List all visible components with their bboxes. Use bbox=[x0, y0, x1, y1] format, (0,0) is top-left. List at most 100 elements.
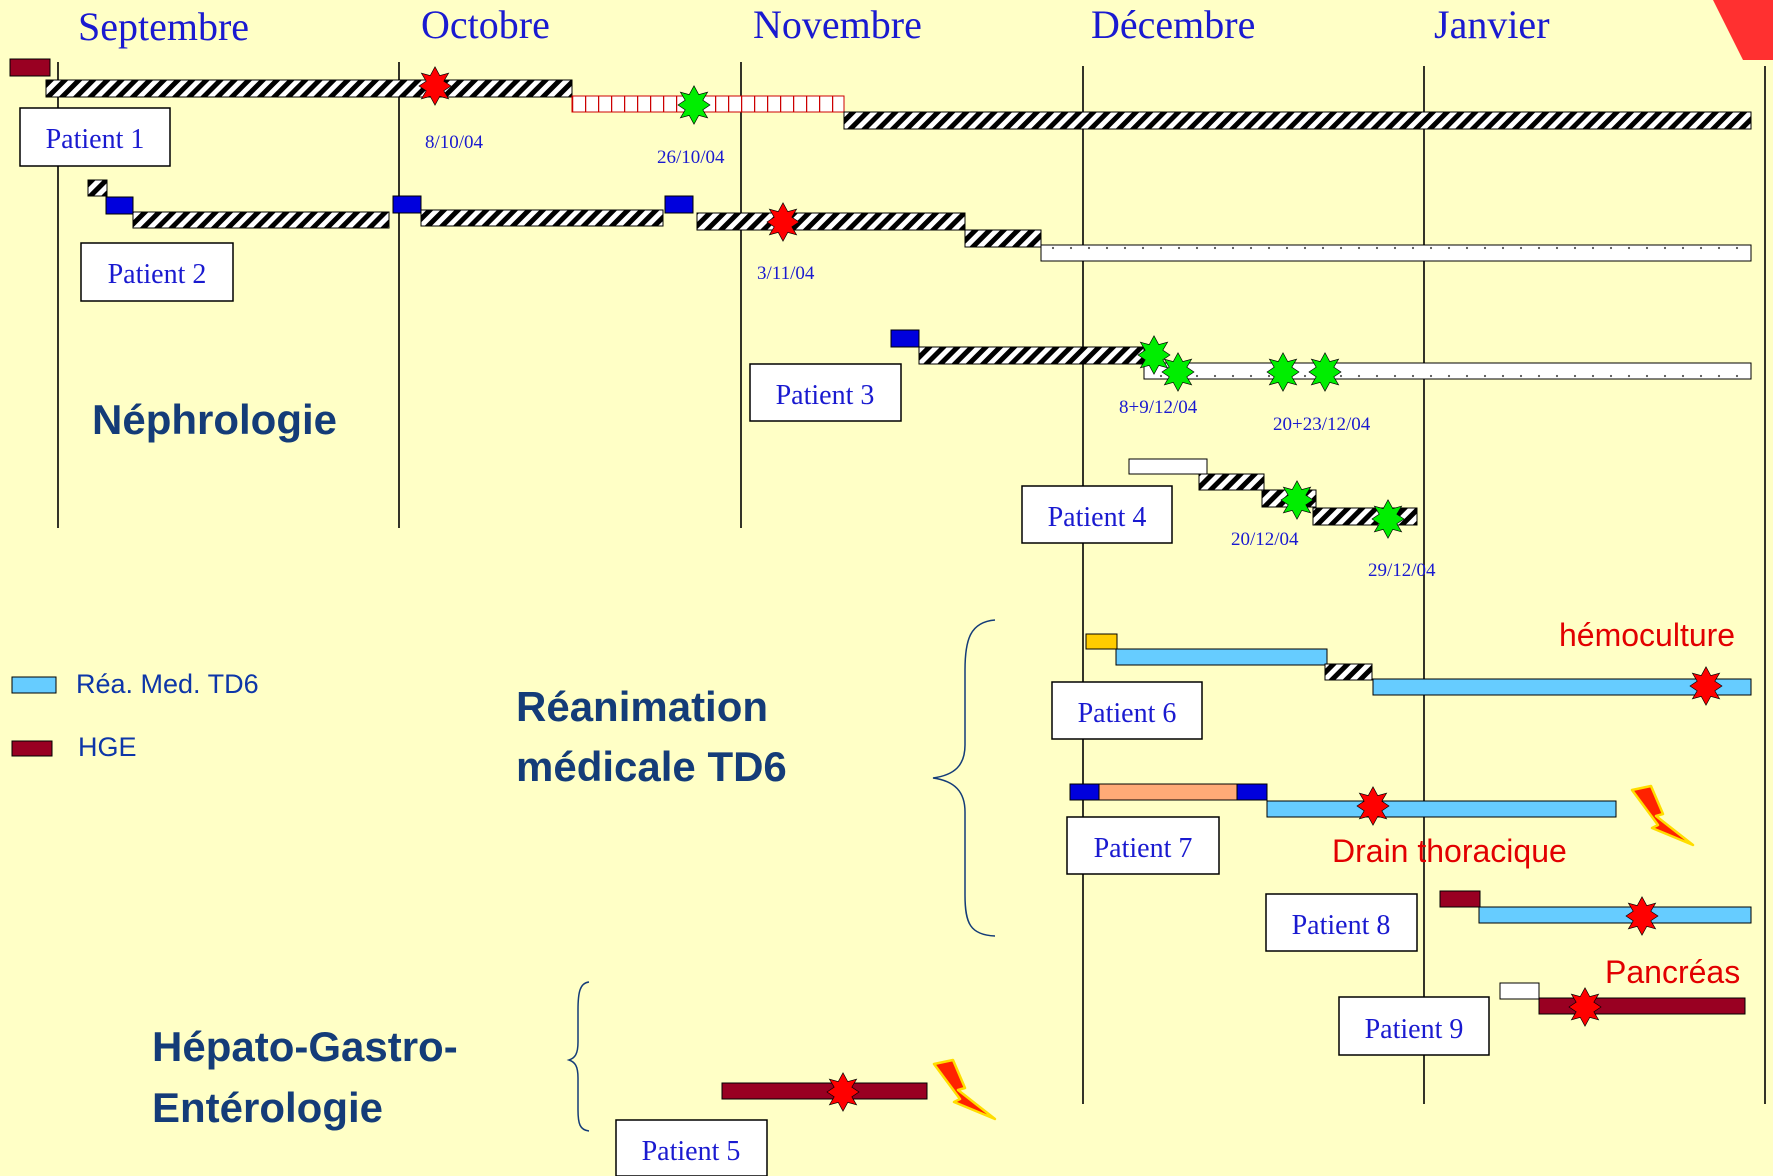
infection-marker-green bbox=[1266, 352, 1300, 392]
date-label: 8+9/12/04 bbox=[1119, 397, 1198, 418]
date-label: 20+23/12/04 bbox=[1273, 414, 1371, 435]
reanimation-brace bbox=[932, 619, 996, 937]
dotted-stay bbox=[1143, 362, 1752, 380]
blue-stay bbox=[105, 196, 134, 215]
legend-label-hge: HGE bbox=[78, 732, 137, 762]
infection-marker-green bbox=[1161, 352, 1195, 392]
month-label-november: Novembre bbox=[753, 2, 922, 47]
nephro-stay bbox=[1312, 507, 1418, 526]
legend-label-rea: Réa. Med. TD6 bbox=[76, 669, 259, 699]
patient-5-track: Patient 5 bbox=[615, 1058, 997, 1176]
infection-marker-red bbox=[1356, 786, 1390, 826]
patient-8-label: Patient 8 bbox=[1292, 910, 1391, 941]
legend-swatch-hge bbox=[11, 740, 53, 757]
patient-7-box: Patient 7 bbox=[1066, 816, 1220, 875]
date-label: 29/12/04 bbox=[1368, 560, 1436, 581]
blue-stay bbox=[392, 195, 422, 214]
blue-stay bbox=[890, 329, 920, 348]
infection-marker-green bbox=[1280, 480, 1314, 520]
patient-9-label: Patient 9 bbox=[1365, 1014, 1464, 1045]
nephro-stay bbox=[918, 346, 1145, 365]
patient-8-box: Patient 8 bbox=[1265, 893, 1418, 952]
yellow-stay bbox=[1085, 633, 1118, 650]
rea-stay bbox=[1115, 648, 1328, 666]
rea-stay bbox=[1372, 678, 1752, 696]
patient-4-track: 20/12/04 29/12/04 Patient 4 bbox=[1021, 458, 1436, 581]
month-label-december: Décembre bbox=[1091, 2, 1255, 47]
nephro-stay bbox=[420, 209, 664, 227]
infection-marker-red bbox=[826, 1072, 860, 1112]
patient-2-box: Patient 2 bbox=[80, 242, 234, 302]
blue-stay bbox=[664, 195, 694, 214]
nephro-stay bbox=[1324, 663, 1373, 681]
patient-2-track: 3/11/04 Patient 2 bbox=[80, 179, 1752, 302]
orange-stay bbox=[1098, 783, 1238, 801]
patient-8-track: Patient 8 bbox=[1265, 890, 1752, 952]
section-title-hge: Hépato-Gastro- Entérologie bbox=[152, 1023, 469, 1131]
infection-marker-green bbox=[1371, 499, 1405, 539]
date-label: 3/11/04 bbox=[757, 263, 815, 284]
section-title-nephrologie: Néphrologie bbox=[92, 396, 337, 443]
month-label-october: Octobre bbox=[421, 2, 550, 47]
month-lines bbox=[57, 62, 1766, 1104]
hge-stay bbox=[1538, 997, 1746, 1015]
patient-4-label: Patient 4 bbox=[1048, 502, 1147, 533]
legend: Réa. Med. TD6 HGE bbox=[11, 669, 259, 762]
rea-stay bbox=[1478, 906, 1752, 924]
nephro-stay bbox=[696, 212, 966, 231]
patient-3-track: 8+9/12/04 20+23/12/04 Patient 3 bbox=[749, 329, 1752, 435]
rea-stay bbox=[1266, 800, 1617, 818]
section-title-reanimation: Réanimation médicale TD6 bbox=[516, 683, 787, 790]
month-label-january: Janvier bbox=[1434, 2, 1550, 47]
patient-4-box: Patient 4 bbox=[1021, 485, 1173, 544]
infection-marker-red bbox=[1625, 896, 1659, 936]
infection-marker-red bbox=[1568, 987, 1602, 1027]
patient-6-track: hémoculture Patient 6 bbox=[1051, 617, 1752, 740]
patient-3-box: Patient 3 bbox=[749, 363, 902, 422]
nephro-stay bbox=[1198, 473, 1265, 491]
annotation-pancreas: Pancréas bbox=[1605, 954, 1740, 990]
empty-stay bbox=[1499, 982, 1540, 1000]
patient-9-track: Pancréas Patient 9 bbox=[1338, 954, 1746, 1056]
date-label: 20/12/04 bbox=[1231, 529, 1299, 550]
infection-marker-red bbox=[418, 66, 452, 106]
patient-9-box: Patient 9 bbox=[1338, 996, 1490, 1056]
patient-1-label: Patient 1 bbox=[46, 124, 145, 155]
hge-stay bbox=[9, 58, 51, 77]
empty-stay bbox=[1128, 458, 1208, 475]
section-title-hge-line-2: Entérologie bbox=[152, 1084, 383, 1131]
annotation-drain-thoracique: Drain thoracique bbox=[1332, 833, 1567, 869]
dotted-stay bbox=[1040, 244, 1752, 262]
nephro-stay bbox=[45, 79, 573, 98]
nephro-stay bbox=[843, 111, 1752, 130]
month-label-september: Septembre bbox=[78, 4, 249, 49]
lightning-icon bbox=[932, 1058, 997, 1121]
patient-7-label: Patient 7 bbox=[1094, 833, 1193, 864]
patient-5-box: Patient 5 bbox=[615, 1119, 768, 1176]
blue-stay bbox=[1069, 783, 1100, 801]
patient-6-box: Patient 6 bbox=[1051, 681, 1203, 740]
nephro-stay bbox=[964, 229, 1042, 248]
section-title-reanimation-line-2: médicale TD6 bbox=[516, 743, 787, 790]
patient-5-label: Patient 5 bbox=[642, 1136, 741, 1167]
legend-swatch-rea bbox=[11, 676, 57, 694]
section-title-hge-line-1: Hépato-Gastro- bbox=[152, 1023, 458, 1070]
date-label: 26/10/04 bbox=[657, 147, 725, 168]
patient-7-track: Drain thoracique Patient 7 bbox=[1066, 783, 1695, 875]
annotation-hemoculture: hémoculture bbox=[1559, 617, 1735, 653]
patient-2-label: Patient 2 bbox=[108, 259, 207, 290]
hge-brace bbox=[566, 981, 590, 1132]
patient-6-label: Patient 6 bbox=[1078, 698, 1177, 729]
nephro-stay bbox=[132, 211, 390, 229]
lightning-icon bbox=[1630, 784, 1695, 847]
infection-marker-red bbox=[766, 202, 800, 242]
hge-stay bbox=[1439, 890, 1481, 908]
date-label: 8/10/04 bbox=[425, 132, 484, 153]
patient-3-label: Patient 3 bbox=[776, 380, 875, 411]
patient-1-box: Patient 1 bbox=[19, 107, 171, 167]
hge-stay bbox=[721, 1082, 928, 1100]
month-labels: Septembre Octobre Novembre Décembre Janv… bbox=[78, 2, 1550, 49]
blue-stay bbox=[1236, 783, 1268, 801]
